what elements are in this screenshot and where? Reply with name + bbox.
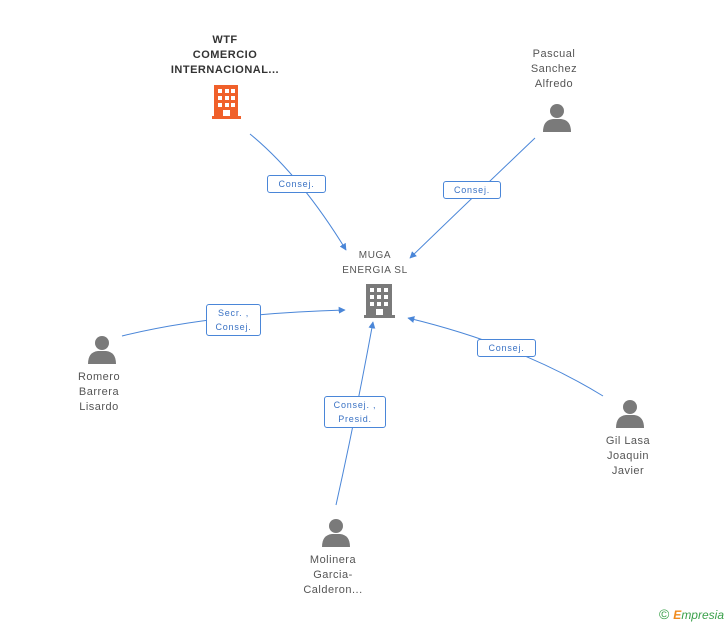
person-icon[interactable]: [616, 400, 644, 428]
edge-badge-wtf[interactable]: Consej.: [267, 175, 326, 193]
person-label-molinera[interactable]: Molinera Garcia- Calderon...: [293, 553, 373, 598]
role-label: Consej.: [215, 322, 252, 332]
person-label-pascual[interactable]: Pascual Sanchez Alfredo: [514, 47, 594, 92]
person-name-line: Garcia-: [313, 569, 353, 581]
edge-badge-pascual[interactable]: Consej.: [443, 181, 501, 199]
role-label: Consej.: [488, 343, 525, 353]
person-icon[interactable]: [543, 104, 571, 132]
edge-pascual-to-muga: [409, 137, 536, 259]
edge-badge-molinera[interactable]: Consej. , Presid.: [324, 396, 386, 428]
role-label: Presid.: [338, 414, 372, 424]
person-name-line: Sanchez: [530, 63, 578, 75]
person-name-line: Calderon...: [303, 584, 363, 596]
role-label: Consej. ,: [333, 400, 377, 410]
company-name-line: ENERGIA SL: [342, 265, 408, 276]
brand-footer[interactable]: ©Empresia: [659, 606, 724, 622]
company-name-line: WTF: [212, 34, 238, 46]
company-name-line: INTERNACIONAL...: [170, 64, 280, 76]
person-name-line: Joaquin: [606, 450, 650, 462]
person-label-romero[interactable]: Romero Barrera Lisardo: [59, 370, 139, 415]
person-name-line: Romero: [77, 371, 121, 383]
edge-badge-gil[interactable]: Consej.: [477, 339, 536, 357]
role-label: Secr. ,: [217, 308, 250, 318]
person-label-gil[interactable]: Gil Lasa Joaquin Javier: [588, 434, 668, 479]
person-icon[interactable]: [322, 519, 350, 547]
building-icon[interactable]: [364, 284, 395, 318]
person-icon[interactable]: [88, 336, 116, 364]
edge-gil-to-muga: [407, 316, 604, 397]
person-name-line: Javier: [611, 465, 645, 477]
role-label: Consej.: [278, 179, 315, 189]
company-name-line: COMERCIO: [192, 49, 258, 61]
role-label: Consej.: [453, 185, 491, 195]
company-label-muga[interactable]: MUGA ENERGIA SL: [325, 248, 425, 278]
edge-badge-romero[interactable]: Secr. , Consej.: [206, 304, 261, 336]
person-name-line: Barrera: [78, 386, 120, 398]
company-name-line: MUGA: [358, 250, 392, 261]
building-icon[interactable]: [212, 85, 241, 119]
person-name-line: Lisardo: [79, 401, 119, 413]
person-name-line: Molinera: [309, 554, 357, 566]
person-name-line: Pascual: [532, 48, 576, 60]
company-label-wtf[interactable]: WTF COMERCIO INTERNACIONAL...: [160, 33, 290, 78]
person-name-line: Gil Lasa: [605, 435, 651, 447]
person-name-line: Alfredo: [534, 78, 574, 90]
brand-logo-text: mpresia: [681, 608, 724, 622]
brand-logo-initial: E: [673, 608, 682, 622]
copyright-icon: ©: [658, 606, 670, 622]
